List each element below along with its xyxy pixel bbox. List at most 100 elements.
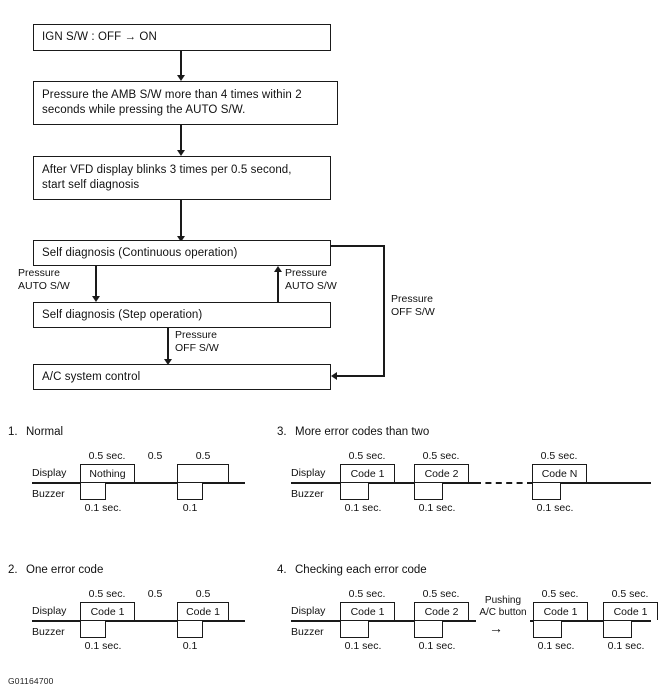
timing-bottom-label: 0.1 sec. bbox=[536, 502, 574, 514]
connector-outer-right bbox=[383, 245, 385, 376]
display-pulse: Code 1 bbox=[177, 602, 229, 620]
flowchart-node-step-label: Self diagnosis (Step operation) bbox=[42, 308, 203, 321]
flowchart-edge-label-outer-off: Pressure OFF S/W bbox=[391, 293, 435, 318]
timing-section-one-error-code: 2. One error code Display Buzzer 0.5 sec… bbox=[0, 558, 280, 678]
timing-section-checking-each-error-code: 4. Checking each error code Display Buzz… bbox=[275, 558, 666, 683]
flowchart-node-vfd: After VFD display blinks 3 times per 0.5… bbox=[33, 156, 331, 200]
timing-bottom-label: 0.1 sec. bbox=[537, 640, 575, 652]
timing-row-label-buzzer: Buzzer bbox=[32, 626, 65, 638]
arrow-step-to-continuous-icon bbox=[273, 266, 282, 272]
timing-top-label: 0.5 sec. bbox=[422, 588, 460, 600]
timing-row-label-display: Display bbox=[32, 467, 67, 479]
arrow-vfd-to-continuous-icon bbox=[176, 236, 185, 242]
arrow-outer-to-ac-icon bbox=[331, 372, 337, 381]
flowchart-node-vfd-label: After VFD display blinks 3 times per 0.5… bbox=[42, 164, 292, 191]
timing-baseline bbox=[32, 620, 245, 622]
timing-bottom-label: 0.1 sec. bbox=[418, 640, 456, 652]
timing-bottom-label: 0.1 sec. bbox=[344, 640, 382, 652]
display-pulse: Code 2 bbox=[414, 602, 469, 620]
timing-row-label-display: Display bbox=[291, 605, 326, 617]
timing-row-label-buzzer: Buzzer bbox=[32, 488, 65, 500]
connector-outer-top bbox=[331, 245, 385, 247]
flowchart-node-press-amb-label: Pressure the AMB S/W more than 4 times w… bbox=[42, 89, 302, 116]
connector-step-to-ac bbox=[167, 328, 169, 361]
display-pulse: Code N bbox=[532, 464, 587, 482]
flowchart-node-ign-label: IGN S/W : OFF → ON bbox=[42, 31, 157, 43]
timing-top-label: 0.5 sec. bbox=[541, 588, 579, 600]
connector-vfd-to-continuous bbox=[180, 200, 182, 238]
flowchart-node-step: Self diagnosis (Step operation) bbox=[33, 302, 331, 328]
display-pulse: Code 1 bbox=[340, 602, 395, 620]
timing-bottom-label: 0.1 sec. bbox=[607, 640, 645, 652]
timing-top-label: 0.5 sec. bbox=[88, 450, 126, 462]
buzzer-pulse bbox=[177, 483, 203, 500]
timing-section-one-error-code-title: One error code bbox=[26, 564, 104, 576]
flowchart-node-ign: IGN S/W : OFF → ON bbox=[33, 24, 331, 51]
flowchart-node-continuous: Self diagnosis (Continuous operation) bbox=[33, 240, 331, 266]
buzzer-pulse bbox=[532, 483, 561, 500]
arrow-continuous-to-step-icon bbox=[91, 296, 100, 302]
timing-section-checking-each-error-code-title: Checking each error code bbox=[295, 564, 427, 576]
timing-top-label: 0.5 sec. bbox=[611, 588, 649, 600]
buzzer-pulse bbox=[603, 621, 632, 638]
timing-bottom-label: 0.1 sec. bbox=[418, 502, 456, 514]
figure-reference-code: G01164700 bbox=[8, 676, 54, 686]
timing-section-more-error-codes-title: More error codes than two bbox=[295, 426, 430, 438]
timing-bottom-label: 0.1 sec. bbox=[344, 502, 382, 514]
flowchart-node-continuous-label: Self diagnosis (Continuous operation) bbox=[42, 246, 238, 259]
display-pulse: Code 1 bbox=[603, 602, 658, 620]
timing-top-label: 0.5 sec. bbox=[422, 450, 460, 462]
timing-top-label: 0.5 sec. bbox=[348, 450, 386, 462]
buzzer-pulse bbox=[177, 621, 203, 638]
arrow-amb-to-vfd-icon bbox=[176, 150, 185, 156]
timing-row-label-buzzer: Buzzer bbox=[291, 488, 324, 500]
timing-top-label: 0.5 bbox=[195, 450, 211, 462]
display-pulse: Code 1 bbox=[533, 602, 588, 620]
timing-gap-label: 0.5 bbox=[147, 588, 163, 600]
transition-note: Pushing A/C button bbox=[479, 595, 527, 618]
timing-row-label-display: Display bbox=[291, 467, 326, 479]
timing-bottom-label: 0.1 bbox=[182, 640, 198, 652]
timing-top-label: 0.5 sec. bbox=[348, 588, 386, 600]
display-pulse: Code 2 bbox=[414, 464, 469, 482]
connector-outer-bottom bbox=[337, 375, 385, 377]
transition-arrow-icon: → bbox=[489, 620, 503, 636]
timing-section-one-error-code-number: 2. bbox=[8, 564, 18, 576]
timing-gap-label: 0.5 bbox=[147, 450, 163, 462]
buzzer-pulse bbox=[340, 483, 369, 500]
buzzer-pulse bbox=[80, 621, 106, 638]
display-pulse: Code 1 bbox=[80, 602, 135, 620]
connector-continuous-to-step bbox=[95, 266, 97, 298]
timing-baseline bbox=[530, 620, 651, 622]
timing-row-label-buzzer: Buzzer bbox=[291, 626, 324, 638]
timing-baseline bbox=[531, 482, 651, 484]
connector-amb-to-vfd bbox=[180, 125, 182, 152]
buzzer-pulse bbox=[414, 621, 443, 638]
timing-top-label: 0.5 sec. bbox=[88, 588, 126, 600]
connector-ign-to-amb bbox=[180, 51, 182, 77]
display-pulse: Nothing bbox=[80, 464, 135, 482]
flowchart-edge-label-left-auto: Pressure AUTO S/W bbox=[18, 267, 70, 292]
flowchart-node-press-amb: Pressure the AMB S/W more than 4 times w… bbox=[33, 81, 338, 125]
timing-bottom-label: 0.1 sec. bbox=[84, 502, 122, 514]
buzzer-pulse bbox=[340, 621, 369, 638]
timing-bottom-label: 0.1 sec. bbox=[84, 640, 122, 652]
display-pulse: Code 1 bbox=[340, 464, 395, 482]
timing-top-label: 0.5 sec. bbox=[540, 450, 578, 462]
flowchart: IGN S/W : OFF → ON Pressure the AMB S/W … bbox=[18, 24, 435, 390]
timing-row-label-display: Display bbox=[32, 605, 67, 617]
timing-section-checking-each-error-code-number: 4. bbox=[277, 564, 287, 576]
display-pulse bbox=[177, 464, 229, 482]
buzzer-pulse bbox=[533, 621, 562, 638]
connector-step-to-continuous bbox=[277, 272, 279, 304]
timing-bottom-label: 0.1 bbox=[182, 502, 198, 514]
arrow-ign-to-amb-icon bbox=[176, 75, 185, 81]
flowchart-edge-label-right-auto: Pressure AUTO S/W bbox=[285, 267, 337, 292]
timing-section-more-error-codes-number: 3. bbox=[277, 426, 287, 438]
timing-section-normal-title: Normal bbox=[26, 426, 64, 438]
flowchart-edge-label-step-off: Pressure OFF S/W bbox=[175, 329, 219, 354]
timing-top-label: 0.5 bbox=[195, 588, 211, 600]
timing-continuation-dashes bbox=[475, 482, 533, 484]
buzzer-pulse bbox=[414, 483, 443, 500]
